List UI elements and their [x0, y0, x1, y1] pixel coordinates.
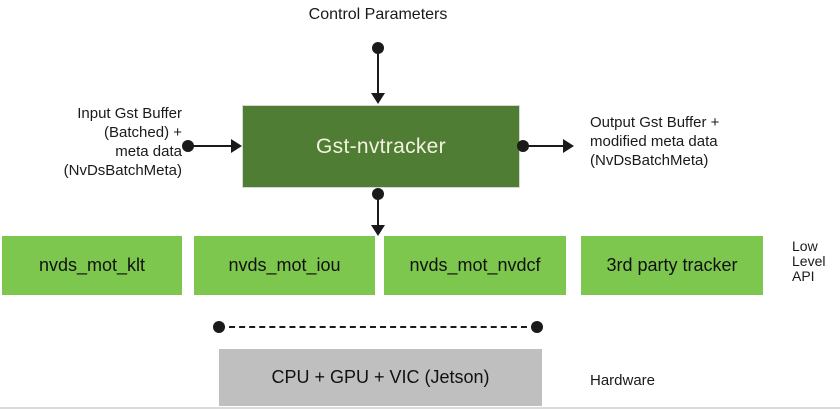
input-label-line: (Batched) +	[104, 124, 182, 141]
hardware-label: Hardware	[590, 372, 656, 389]
arrow-line-input	[192, 145, 231, 147]
bottom-divider	[0, 407, 840, 409]
input-label-line: meta data	[115, 143, 182, 160]
low-level-api-label-line: Level	[792, 253, 826, 269]
low-level-api-label-line: API	[792, 268, 815, 284]
arrow-line-output	[527, 145, 563, 147]
low-level-api-label-line: Low	[792, 238, 818, 254]
output-label-line: modified meta data	[590, 133, 718, 150]
connector-dot-dash-right	[531, 321, 543, 333]
gst-nvtracker-box-label: Gst-nvtracker	[316, 134, 446, 158]
low-level-box-nvds-mot-nvdcf: nvds_mot_nvdcf	[384, 236, 566, 295]
low-level-box-nvds-mot-klt: nvds_mot_klt	[2, 236, 182, 295]
arrowhead-down-icon	[371, 93, 385, 104]
output-buffer-label: Output Gst Buffer + modified meta data (…	[590, 113, 790, 170]
output-label-line: Output Gst Buffer +	[590, 114, 720, 131]
connector-dot-top	[372, 42, 384, 54]
hardware-span-dashed-line	[219, 326, 537, 328]
input-label-line: Input Gst Buffer	[77, 105, 182, 122]
connector-dot-input	[182, 140, 194, 152]
connector-dot-output	[517, 140, 529, 152]
low-level-box-nvds-mot-iou: nvds_mot_iou	[194, 236, 375, 295]
gst-nvtracker-box: Gst-nvtracker	[242, 105, 520, 188]
arrowhead-right-icon	[563, 139, 574, 153]
output-label-line: (NvDsBatchMeta)	[590, 152, 709, 169]
arrow-line-top	[377, 52, 379, 95]
low-level-box-3rd-party-tracker: 3rd party tracker	[581, 236, 763, 295]
connector-dot-dash-left	[213, 321, 225, 333]
connector-dot-bottom	[372, 188, 384, 200]
hardware-box: CPU + GPU + VIC (Jetson)	[219, 349, 542, 406]
arrowhead-right-icon	[231, 139, 242, 153]
input-buffer-label: Input Gst Buffer (Batched) + meta data (…	[20, 104, 182, 180]
input-label-line: (NvDsBatchMeta)	[63, 162, 182, 179]
arrowhead-down-icon	[371, 225, 385, 236]
low-level-api-label: Low Level API	[792, 239, 825, 284]
arrow-line-bottom	[377, 198, 379, 226]
control-parameters-label: Control Parameters	[308, 6, 448, 23]
